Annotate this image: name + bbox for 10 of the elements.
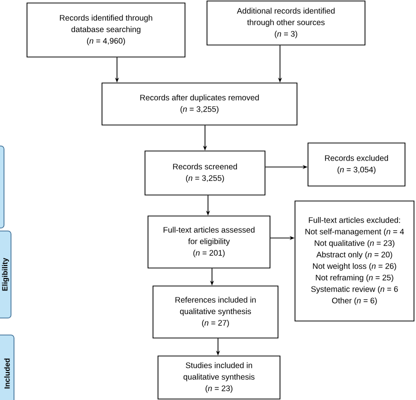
process-box: Studies included in qualitative synthesis (n = 23) — [158, 356, 280, 400]
process-box: Additional records identified through other sources (n = 3) — [206, 0, 366, 46]
process-box: Full-text articles assessed for eligibility (n = 201) — [148, 216, 270, 268]
process-box: Records screened (n = 3,255) — [144, 150, 266, 196]
process-box: Records after duplicates removed (n = 3,255) — [102, 82, 298, 126]
process-box: Full-text articles excluded: Not self-management (n = 4 Not qualitative (n = 23) Abstract only (n = 20) Not weight loss (n = 26) Not reframing (n = 25) Systematic review (n = 6 Other (n = 6) — [294, 200, 414, 322]
process-box: Records excluded (n = 3,054) — [308, 142, 406, 186]
process-box: Records identified through database searching (n = 4,960) — [26, 2, 186, 58]
process-box: References included in qualitative synthesis (n = 27) — [152, 286, 278, 338]
stage-band — [0, 146, 4, 228]
